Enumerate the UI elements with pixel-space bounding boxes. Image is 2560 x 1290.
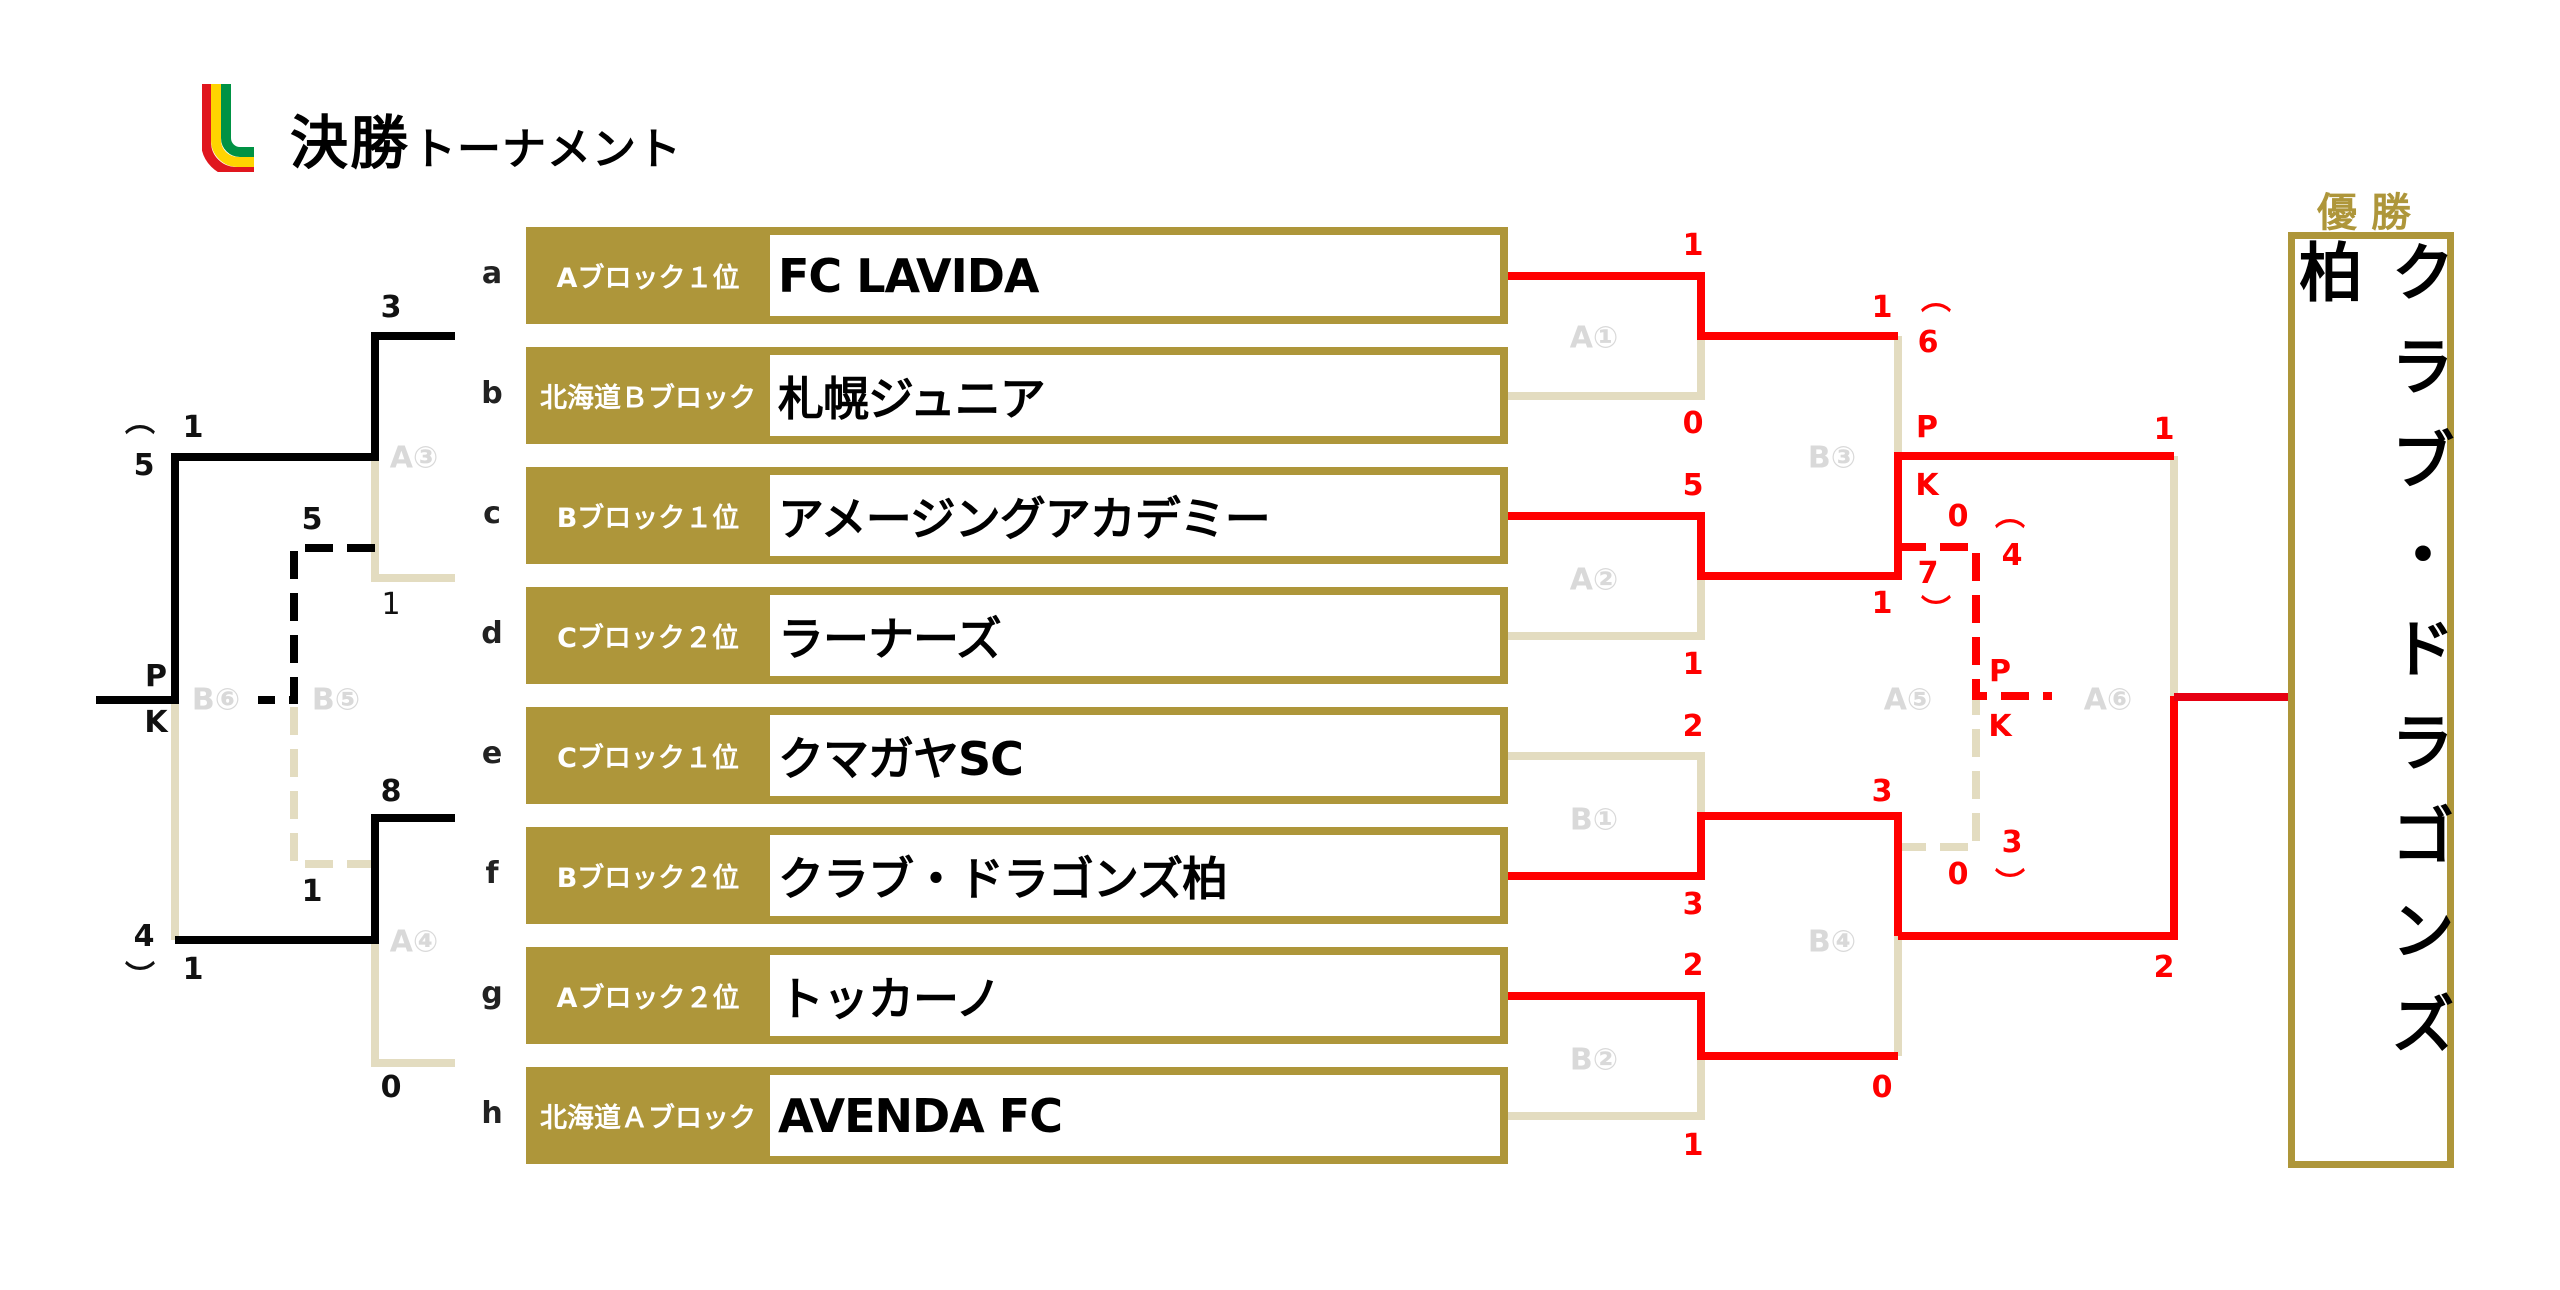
- score-b4-top: 3: [1871, 774, 1893, 809]
- row-letter-d: d: [481, 616, 503, 651]
- pk-score-b6-bottom: 4: [133, 919, 155, 954]
- pk-label-b6-p: P: [145, 659, 167, 694]
- match-id-b3: B③: [1807, 440, 1857, 476]
- score-a5-top: 0: [1947, 499, 1969, 534]
- match-id-a6: A⑥: [2083, 682, 2133, 718]
- row-letter-a: a: [481, 256, 503, 291]
- pk-paren-close-b6: ︶: [125, 960, 155, 995]
- score-b1-top: 2: [1682, 709, 1704, 744]
- score-a6-bottom: 2: [2153, 950, 2175, 985]
- score-a5-bottom: 0: [1947, 857, 1969, 892]
- page-subtitle: トーナメント: [412, 124, 683, 175]
- score-b2-bottom: 1: [1682, 1128, 1704, 1163]
- score-a3-bottom: 1: [381, 587, 401, 622]
- pk-paren-close-a5: ︶: [1995, 867, 2025, 902]
- winner-lines: [1508, 272, 2292, 1060]
- match-id-b1: B①: [1569, 802, 1619, 838]
- inactive-lines: [171, 336, 2178, 1120]
- match-id-a4: A④: [389, 924, 439, 960]
- team-row-c[interactable]: Bブロック１位 アメージングアカデミー: [526, 467, 1508, 564]
- page-title: 決勝: [290, 109, 411, 177]
- pk-paren-open-b3: ︵: [1921, 282, 1951, 317]
- score-a4-bottom: 0: [380, 1070, 402, 1105]
- team-name: 札幌ジュニア: [778, 371, 1046, 426]
- row-letter-e: e: [481, 736, 503, 771]
- page-header: 決勝 トーナメント: [201, 84, 683, 177]
- pk-paren-open-a5: ︵: [1995, 498, 2025, 533]
- pk-score-a5-top: 4: [2001, 538, 2023, 573]
- score-a6-top: 1: [2153, 412, 2175, 447]
- team-name: FC LAVIDA: [778, 248, 1039, 303]
- score-a2-bottom: 1: [1682, 647, 1704, 682]
- placement-lines: [96, 332, 455, 944]
- score-a2-top: 5: [1682, 468, 1704, 503]
- team-row-e[interactable]: Cブロック１位 クマガヤSC: [526, 707, 1508, 804]
- score-b5-bottom: 1: [301, 874, 323, 909]
- row-letter-f: f: [485, 856, 499, 891]
- score-a3-top: 3: [380, 290, 402, 325]
- team-qualification-label: Bブロック２位: [556, 863, 740, 894]
- team-row-g[interactable]: Aブロック２位 トッカーノ: [526, 947, 1508, 1044]
- pk-score-b3-bottom: 7: [1917, 556, 1939, 591]
- score-b3-top: 1: [1871, 290, 1893, 325]
- score-b1-bottom: 3: [1682, 887, 1704, 922]
- score-b2-top: 2: [1682, 948, 1704, 983]
- score-b5-top: 5: [301, 502, 323, 537]
- match-id-b5: B⑤: [311, 682, 361, 718]
- match-id-a3: A③: [389, 440, 439, 476]
- winner-name: クラブ・ドラゴンズ柏: [2288, 239, 2454, 1085]
- team-qualification-label: Aブロック２位: [556, 983, 740, 1014]
- row-letter-b: b: [481, 376, 503, 411]
- team-row-h[interactable]: 北海道Ａブロック AVENDA FC: [526, 1067, 1508, 1164]
- winner-title: 優勝: [2317, 190, 2425, 236]
- score-b3-bottom: 1: [1871, 586, 1893, 621]
- team-name: AVENDA FC: [778, 1088, 1063, 1143]
- team-qualification-label: Aブロック１位: [556, 263, 740, 294]
- pk-score-a5-bottom: 3: [2001, 825, 2023, 860]
- third-place-dashed-lines: [1898, 543, 2052, 700]
- pk-paren-close-b3: ︶: [1921, 594, 1951, 629]
- placement-dashed-lines: [258, 544, 375, 704]
- team-name: トッカーノ: [778, 971, 1001, 1026]
- winner-box: クラブ・ドラゴンズ柏: [2288, 232, 2454, 1168]
- logo-icon: [201, 84, 254, 177]
- score-a1-top: 1: [1682, 228, 1704, 263]
- pk-label-a5-p: P: [1989, 654, 2011, 689]
- score-a4-top: 8: [380, 774, 402, 809]
- score-b6-bottom: 1: [182, 952, 204, 987]
- team-name: クマガヤSC: [778, 731, 1024, 786]
- team-name: アメージングアカデミー: [778, 491, 1271, 546]
- team-row-b[interactable]: 北海道Ｂブロック 札幌ジュニア: [526, 347, 1508, 444]
- match-id-b4: B④: [1807, 924, 1857, 960]
- row-letter-h: h: [481, 1096, 503, 1131]
- pk-label-b3-k: K: [1915, 468, 1939, 503]
- score-b6-top: 1: [182, 410, 204, 445]
- team-qualification-label: 北海道Ａブロック: [540, 1103, 756, 1134]
- match-id-b6: B⑥: [191, 682, 241, 718]
- pk-label-b3-p: P: [1916, 410, 1938, 445]
- score-b4-bottom: 0: [1871, 1070, 1893, 1105]
- team-row-a[interactable]: Aブロック１位 FC LAVIDA: [526, 227, 1508, 324]
- match-id-b2: B②: [1569, 1042, 1619, 1078]
- inactive-dashed-lines: [290, 696, 1980, 868]
- match-id-a5: A⑤: [1883, 682, 1933, 718]
- row-letter-c: c: [483, 496, 501, 531]
- match-id-a2: A②: [1569, 562, 1619, 598]
- pk-label-b6-k: K: [144, 705, 168, 740]
- pk-score-b3-top: 6: [1917, 325, 1939, 360]
- team-qualification-label: Cブロック１位: [557, 743, 739, 774]
- team-row-f[interactable]: Bブロック２位 クラブ・ドラゴンズ柏: [526, 827, 1508, 924]
- score-a1-bottom: 0: [1682, 406, 1704, 441]
- match-id-a1: A①: [1569, 320, 1619, 356]
- pk-paren-open-b6: ︵: [125, 404, 155, 439]
- pk-score-b6-top: 5: [133, 448, 155, 483]
- team-qualification-label: 北海道Ｂブロック: [540, 383, 756, 414]
- team-qualification-label: Bブロック１位: [556, 503, 740, 534]
- team-qualification-label: Cブロック２位: [557, 623, 739, 654]
- team-name: ラーナーズ: [778, 611, 1002, 666]
- team-name: クラブ・ドラゴンズ柏: [778, 851, 1228, 906]
- team-row-d[interactable]: Cブロック２位 ラーナーズ: [526, 587, 1508, 684]
- pk-label-a5-k: K: [1988, 709, 2012, 744]
- row-letter-g: g: [481, 976, 503, 1011]
